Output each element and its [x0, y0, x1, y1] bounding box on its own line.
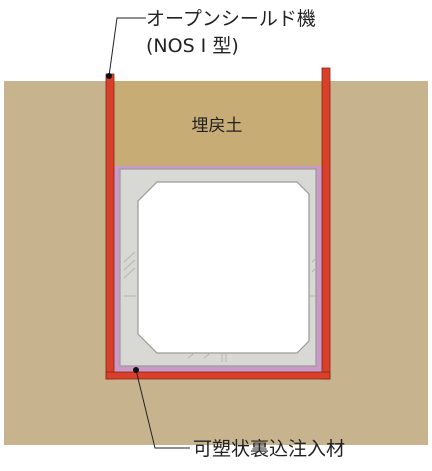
grout-leader-line [135, 369, 190, 449]
machine-leader-marker [106, 73, 112, 79]
concrete-hatching [123, 251, 317, 362]
machine-leader-line [108, 17, 146, 77]
box-culvert-interior [137, 181, 310, 354]
machine-label-line2: (NOS I 型) [146, 35, 239, 57]
grout-leader-marker [133, 367, 139, 373]
shield-left-wall [105, 73, 115, 380]
shield-bottom-plate [105, 371, 331, 380]
machine-label-line1: オープンシールド機 [146, 8, 316, 30]
backfill-soil [112, 81, 322, 169]
backfill-label: 埋戻土 [192, 116, 243, 136]
grout-label: 可塑状裏込注入材 [193, 438, 345, 460]
shield-right-wall [321, 67, 331, 380]
